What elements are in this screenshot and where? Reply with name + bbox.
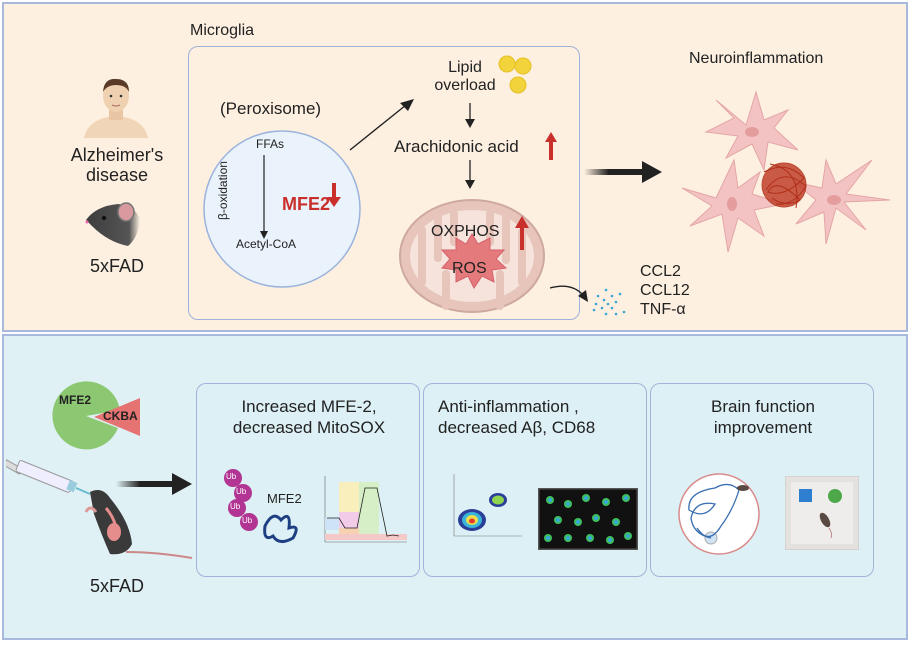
- ub-label: Ub: [230, 502, 241, 511]
- microglia-box: [188, 46, 580, 320]
- card-title: Increased MFE-2, decreased MitoSOX: [197, 396, 421, 438]
- ros-label: ROS: [452, 260, 487, 277]
- acetyl-coa-label: Acetyl-CoA: [236, 237, 297, 251]
- lipid-droplets-icon: [498, 55, 532, 94]
- ub-label: Ub: [226, 472, 237, 481]
- peroxisome-label: (Peroxisome): [220, 99, 322, 118]
- card2-title-line2: decreased Aβ, CD68: [438, 418, 596, 437]
- novel-object-recognition-icon: [785, 476, 859, 550]
- mfe2-label: MFE2: [282, 194, 331, 214]
- lipid-overload-label: Lipid overload: [430, 59, 500, 95]
- syringe-icon: [6, 459, 91, 495]
- card-title: Anti-inflammation , decreased Aβ, CD68: [438, 396, 595, 438]
- arachidonic-acid-label: Arachidonic acid: [394, 137, 519, 156]
- ub-label: Ub: [242, 516, 253, 525]
- pie-label-ckba: CKBA: [103, 409, 138, 423]
- mfe2-ckba-binding-icon: [52, 381, 140, 450]
- mouse-model-label: 5xFAD: [89, 256, 145, 276]
- lipid-line1: Lipid: [448, 59, 482, 76]
- microglia-title: Microglia: [190, 22, 255, 39]
- ubiquitinated-mfe2-icon: [224, 469, 298, 543]
- mfe2-protein-label: MFE2: [267, 491, 302, 506]
- arrow-lipid-to-arachidonic: [465, 103, 475, 128]
- outcome-card-mfe2: Increased MFE-2, decreased MitoSOX Ub Ub…: [196, 383, 420, 577]
- cytokine-tnf-alpha: TNF-α: [640, 301, 686, 318]
- cd68-immunofluorescence-icon: [538, 488, 638, 550]
- peroxisome-circle: [203, 130, 361, 288]
- alzheimers-label-line2: disease: [85, 165, 149, 186]
- beta-oxidation-label: β-oxidation: [216, 161, 230, 220]
- outcome-card-brain-function: Brain function improvement: [650, 383, 874, 577]
- mitochondria-icon: [399, 199, 545, 313]
- arrow-arachidonic-to-mito: [465, 160, 475, 189]
- outcome-card-anti-inflammation: Anti-inflammation , decreased Aβ, CD68: [423, 383, 647, 577]
- cytokine-ccl12: CCL12: [640, 282, 690, 299]
- alzheimers-label-line1: Alzheimer's: [70, 145, 164, 165]
- ckba-wedge: [94, 398, 140, 436]
- card1-title-line1: Increased MFE-2,: [241, 397, 377, 416]
- arachidonic-up-arrow: [545, 132, 557, 160]
- card-title: Brain function improvement: [651, 396, 875, 438]
- card3-title-line1: Brain function: [711, 397, 815, 416]
- arrow-to-neuroinflammation: [584, 161, 662, 183]
- ros-burst-icon: [440, 233, 508, 289]
- ub-label: Ub: [236, 487, 247, 496]
- cytokine-release-icon: [550, 285, 626, 316]
- mfe2-pie: [52, 381, 120, 450]
- card2-title-line1: Anti-inflammation ,: [438, 397, 579, 416]
- morris-water-maze-icon: [678, 473, 760, 555]
- cytokine-ccl2: CCL2: [640, 263, 681, 280]
- lipid-line2: overload: [434, 76, 496, 94]
- peroxisome-diagram: [203, 130, 361, 288]
- arrow-to-outcomes: [116, 473, 192, 495]
- ffas-label: FFAs: [256, 137, 285, 151]
- neuroinflammation-title: Neuroinflammation: [689, 50, 824, 67]
- microglia-plaque-icon: [681, 90, 891, 253]
- flow-cytometry-plot-icon: [453, 474, 522, 537]
- pie-label-mfe2: MFE2: [59, 393, 92, 407]
- treated-mouse-label: 5xFAD: [89, 576, 145, 596]
- human-bust-icon: [84, 78, 148, 138]
- arrow-to-lipid: [349, 99, 414, 151]
- mouse-full-icon: [84, 490, 193, 559]
- card1-title-line2: decreased MitoSOX: [232, 418, 386, 437]
- ros-up-arrow: [520, 226, 524, 250]
- cytokine-list: CCL2 CCL12 TNF-α: [640, 262, 690, 319]
- mfe2-down-arrow: [332, 183, 336, 199]
- oxphos-label: OXPHOS: [431, 223, 500, 240]
- mouse-head-icon: [85, 202, 140, 246]
- amyloid-plaque: [761, 162, 807, 209]
- alzheimers-disease-label: Alzheimer's disease: [62, 145, 172, 185]
- mitochondrial-respiration-plot-icon: [324, 476, 407, 543]
- card3-title-line2: improvement: [713, 418, 813, 437]
- syringe-mouse-icon: [6, 459, 193, 559]
